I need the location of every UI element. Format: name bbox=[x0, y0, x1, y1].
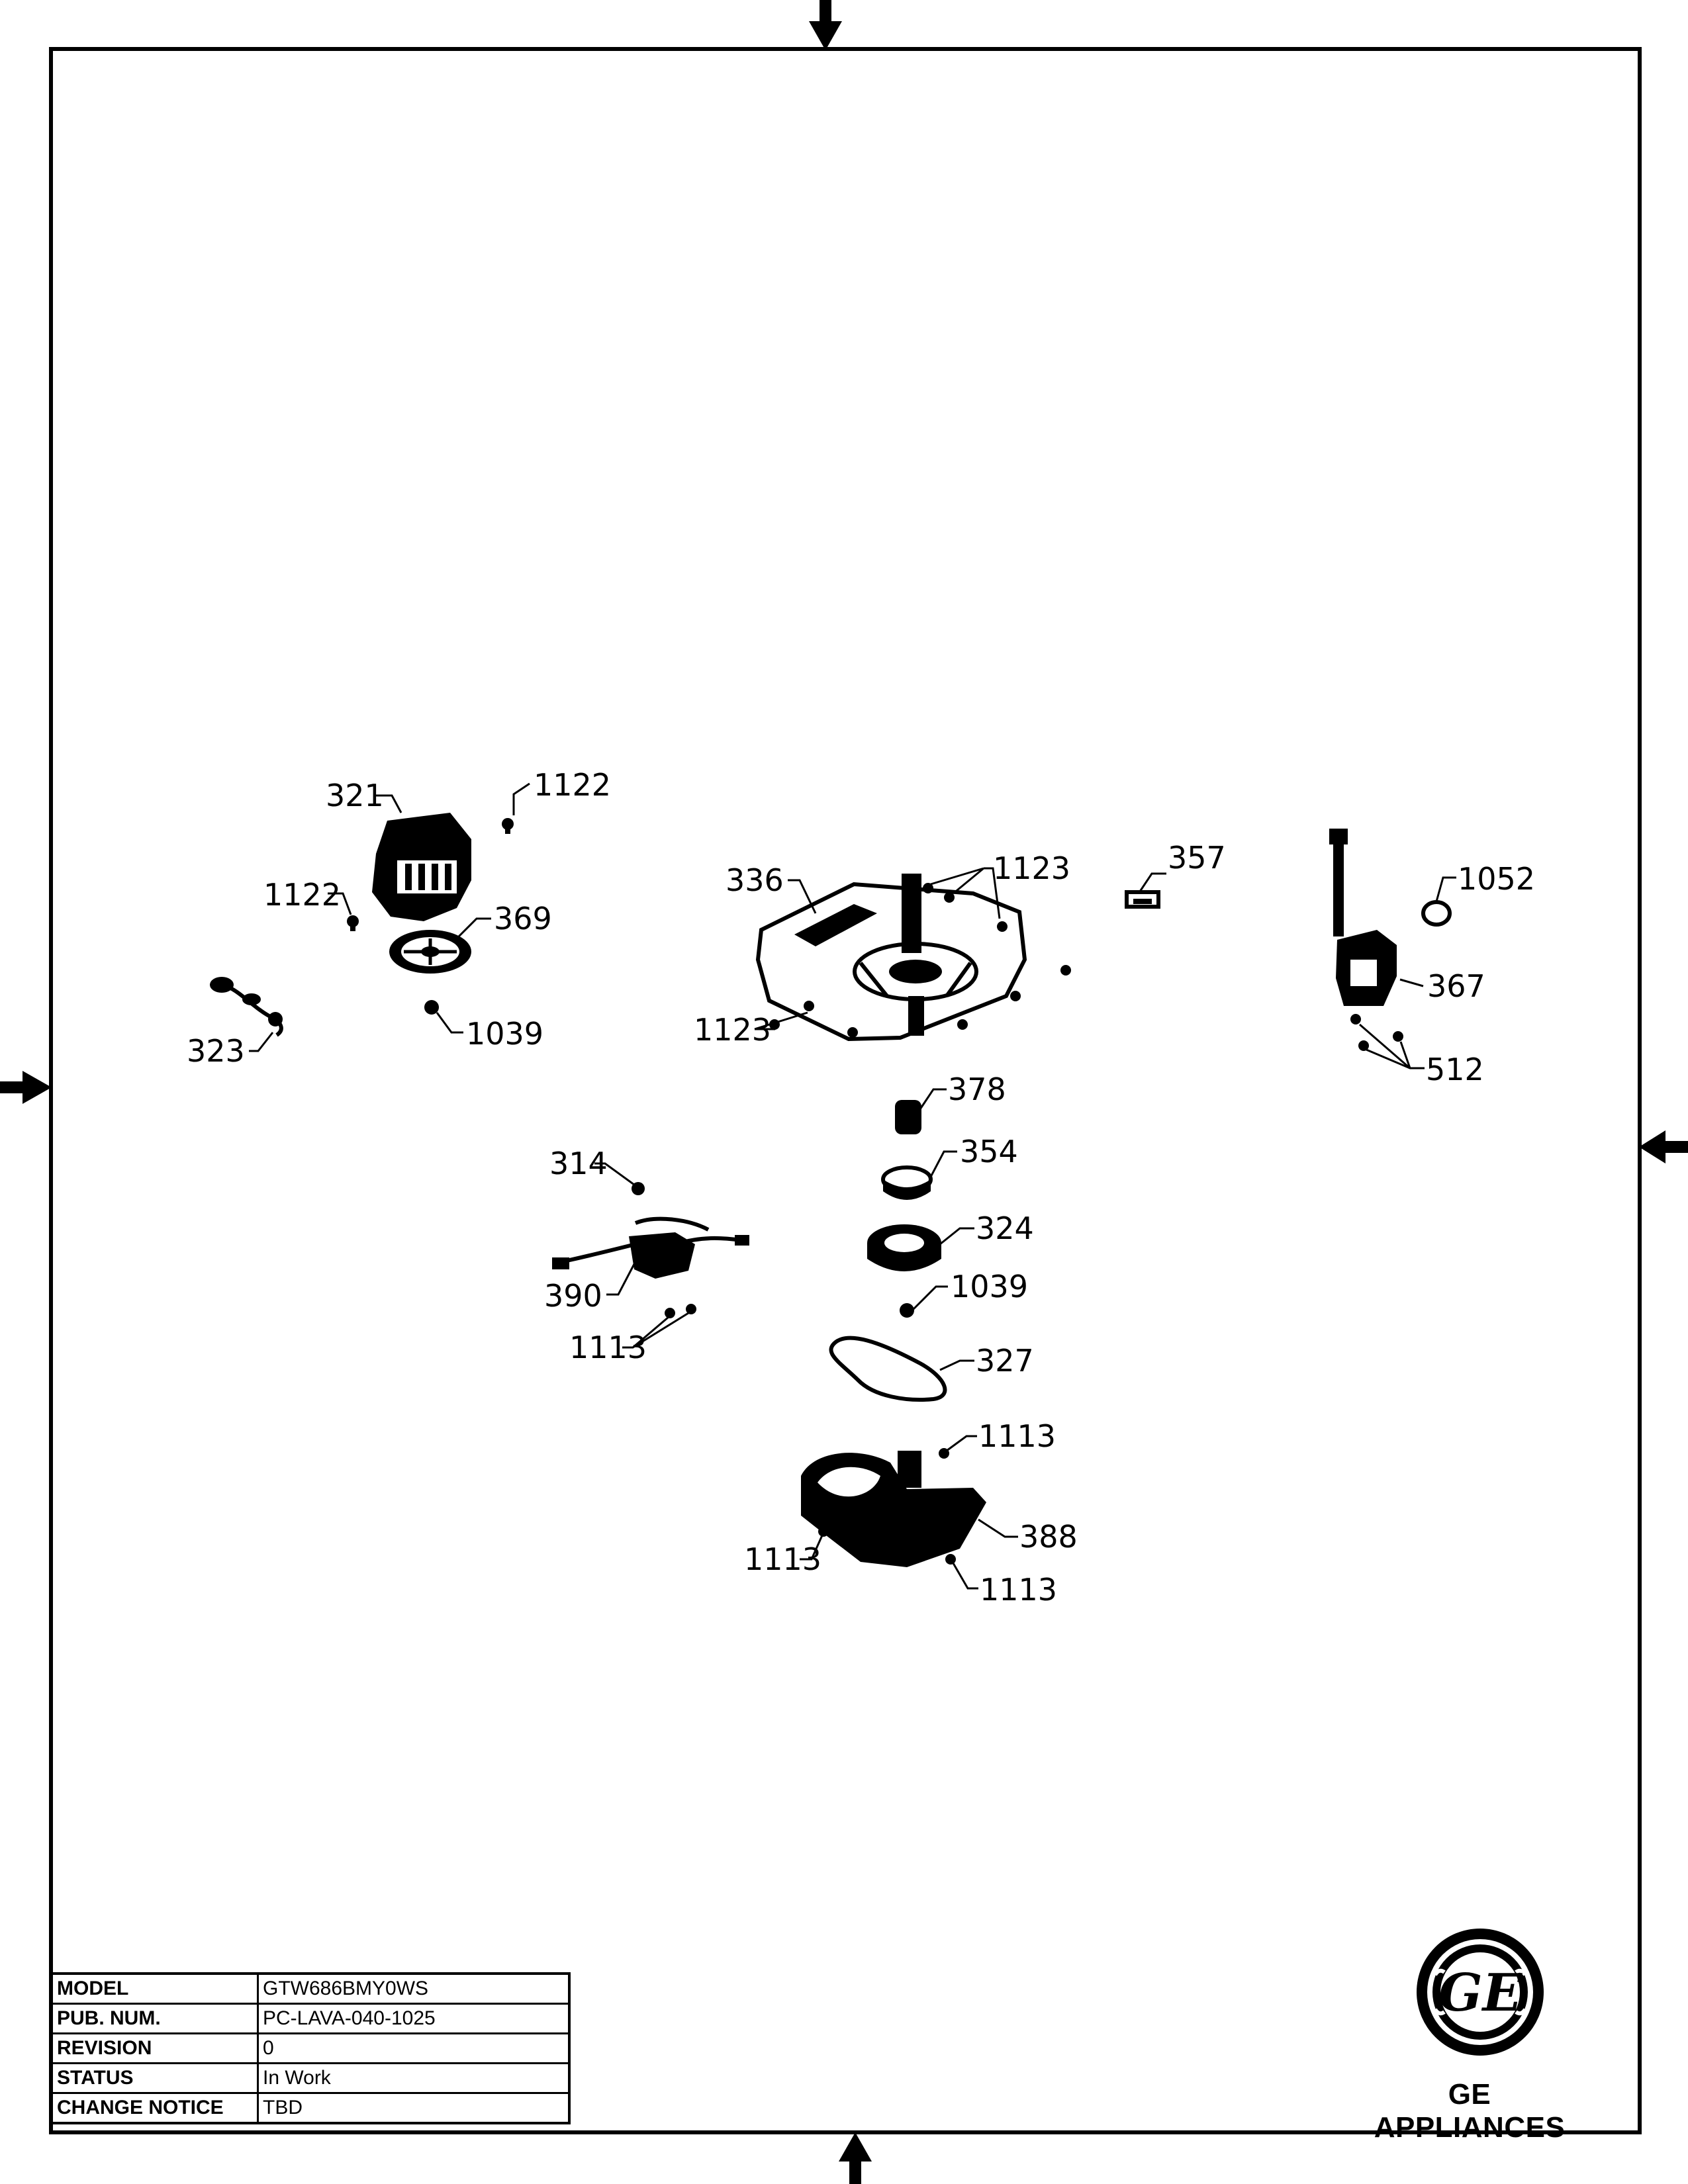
part-367-shifter bbox=[1329, 829, 1397, 1006]
callout-1123-left: 1123 bbox=[694, 1012, 771, 1048]
callout-1039-upper: 1039 bbox=[466, 1016, 543, 1052]
part-388-cover bbox=[801, 1451, 986, 1567]
brand-block: GE APPLIANCES bbox=[1370, 2078, 1569, 2144]
title-value: 0 bbox=[257, 2032, 571, 2064]
sheet-border bbox=[49, 47, 1642, 2134]
title-label: REVISION bbox=[50, 2032, 259, 2064]
brand-name: GE APPLIANCES bbox=[1374, 2078, 1566, 2144]
title-row-change-notice: CHANGE NOTICE TBD bbox=[50, 2092, 571, 2124]
title-row-model: MODEL GTW686BMY0WS bbox=[50, 1972, 571, 2005]
callout-369: 369 bbox=[494, 901, 552, 936]
fastener-1039-upper bbox=[424, 1000, 439, 1015]
callout-336: 336 bbox=[726, 862, 784, 898]
callout-354: 354 bbox=[960, 1134, 1018, 1169]
part-1052-clamp bbox=[1421, 900, 1452, 927]
bottom-center-arrow bbox=[839, 2132, 872, 2184]
title-label: PUB. NUM. bbox=[50, 2003, 259, 2034]
part-327-belt bbox=[829, 1336, 947, 1402]
callout-327: 327 bbox=[976, 1343, 1034, 1379]
callout-1122-left: 1122 bbox=[263, 877, 341, 913]
title-label: STATUS bbox=[50, 2062, 259, 2094]
callout-1113-cover-top: 1113 bbox=[978, 1418, 1056, 1454]
title-row-status: STATUS In Work bbox=[50, 2062, 571, 2094]
callout-1113-cover-bottom: 1113 bbox=[980, 1572, 1057, 1608]
title-value: PC-LAVA-040-1025 bbox=[257, 2003, 571, 2034]
callout-1123-top: 1123 bbox=[993, 850, 1070, 886]
title-label: CHANGE NOTICE bbox=[50, 2092, 259, 2124]
callout-367: 367 bbox=[1427, 968, 1485, 1004]
title-value: GTW686BMY0WS bbox=[257, 1972, 571, 2005]
fastener-1122-left bbox=[347, 915, 359, 931]
fastener-512-group bbox=[1350, 1014, 1403, 1051]
title-row-revision: REVISION 0 bbox=[50, 2032, 571, 2064]
ge-monogram: GE bbox=[1438, 1963, 1523, 2023]
callout-357: 357 bbox=[1168, 840, 1226, 876]
part-378-coupling bbox=[895, 1100, 921, 1134]
title-value: In Work bbox=[257, 2062, 571, 2094]
part-354-hub bbox=[881, 1165, 933, 1200]
fastener-1123-group bbox=[769, 883, 1071, 1038]
callout-1052: 1052 bbox=[1458, 861, 1535, 897]
part-314-screw bbox=[632, 1182, 645, 1195]
callout-390: 390 bbox=[544, 1278, 602, 1314]
right-center-arrow bbox=[1639, 1130, 1688, 1163]
title-value: TBD bbox=[257, 2092, 571, 2124]
ge-logo: GE bbox=[1417, 1929, 1544, 2056]
callout-388: 388 bbox=[1019, 1519, 1078, 1555]
part-357-clip bbox=[1125, 890, 1160, 909]
callout-324: 324 bbox=[976, 1210, 1034, 1246]
part-324-pulley bbox=[867, 1224, 941, 1271]
callout-1122-top: 1122 bbox=[534, 767, 611, 803]
part-336-gearcase-plate bbox=[755, 874, 1027, 1042]
callout-314: 314 bbox=[549, 1146, 608, 1181]
part-321-motor bbox=[372, 813, 471, 921]
callout-321: 321 bbox=[326, 778, 384, 813]
part-369-rotor bbox=[389, 930, 471, 974]
part-323-harness bbox=[209, 977, 283, 1037]
fastener-1122-top bbox=[502, 818, 514, 834]
title-label: MODEL bbox=[50, 1972, 259, 2005]
leader-lines bbox=[249, 782, 1456, 1590]
part-390-pump-harness bbox=[552, 1216, 749, 1279]
left-center-arrow bbox=[0, 1071, 52, 1104]
callout-378: 378 bbox=[948, 1071, 1006, 1107]
callout-1113-cover-left: 1113 bbox=[744, 1541, 821, 1577]
title-block: MODEL GTW686BMY0WS PUB. NUM. PC-LAVA-040… bbox=[50, 1972, 571, 2124]
callout-512: 512 bbox=[1426, 1052, 1484, 1087]
fastener-1039-lower bbox=[900, 1303, 914, 1318]
callout-1039-lower: 1039 bbox=[951, 1269, 1028, 1304]
callout-1113-pump: 1113 bbox=[569, 1330, 647, 1365]
fastener-1113-group bbox=[665, 1304, 956, 1565]
callout-323: 323 bbox=[187, 1033, 245, 1069]
top-center-arrow bbox=[809, 0, 842, 50]
callout-labels: 321 1122 1122 369 323 1039 336 1123 1123… bbox=[187, 767, 1535, 1608]
title-row-pub-num: PUB. NUM. PC-LAVA-040-1025 bbox=[50, 2003, 571, 2034]
